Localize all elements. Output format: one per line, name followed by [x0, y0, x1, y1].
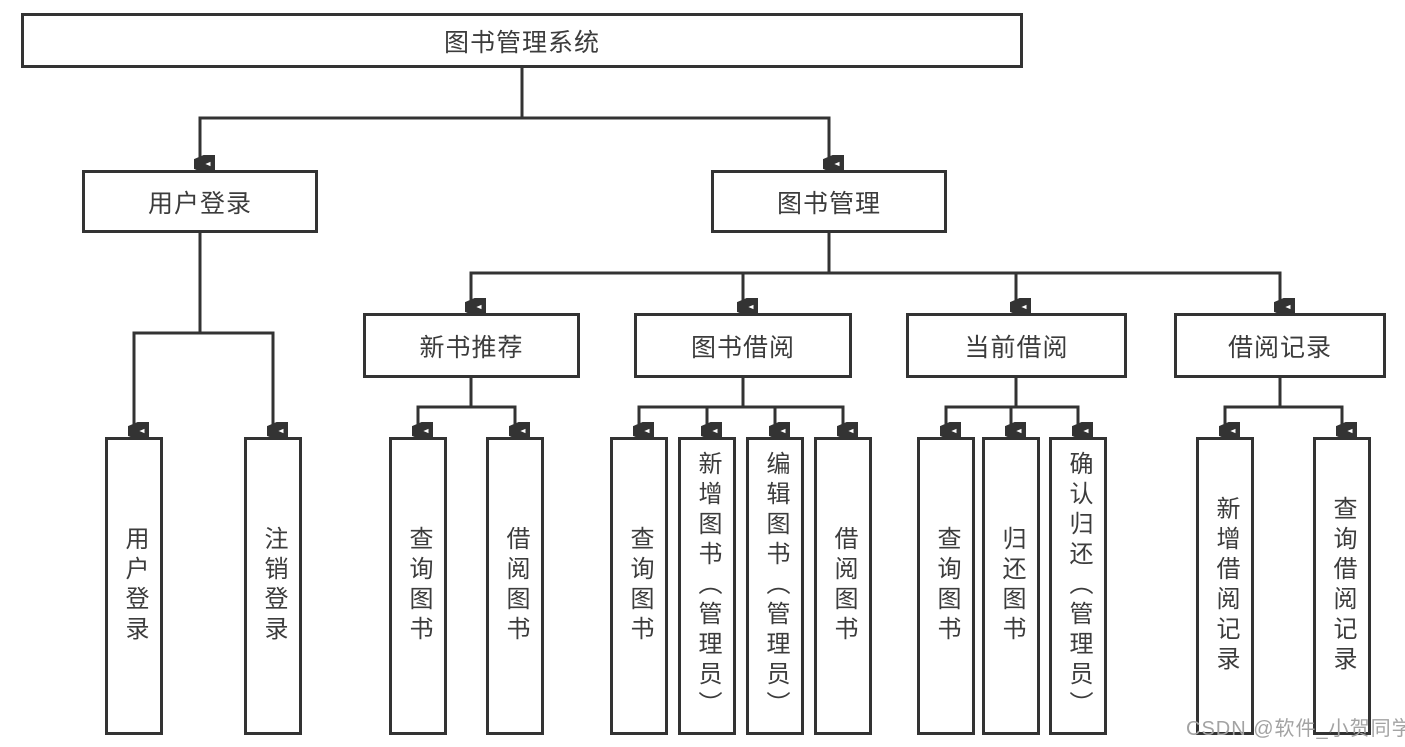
node-borrow-records: 借阅记录 — [1174, 313, 1386, 378]
node-current-borrow-label: 当前借阅 — [964, 333, 1069, 362]
leaf-cb-confirm-return-admin: 确认归还（管理员） — [1049, 437, 1107, 735]
node-user-login: 用户登录 — [82, 170, 318, 233]
leaf-br-add-record-label: 新增借阅记录 — [1212, 496, 1239, 676]
node-user-login-label: 用户登录 — [147, 189, 252, 218]
leaf-cb-query-books-label: 查询图书 — [933, 526, 960, 646]
node-new-book-recommend: 新书推荐 — [363, 313, 580, 378]
leaf-bb-edit-book-admin-label: 编辑图书（管理员） — [762, 451, 789, 721]
leaf-user-login: 用户登录 — [105, 437, 163, 735]
leaf-bb-borrow-books: 借阅图书 — [814, 437, 872, 735]
leaf-br-query-record-label: 查询借阅记录 — [1329, 496, 1356, 676]
leaf-cb-return-books: 归还图书 — [982, 437, 1040, 735]
leaf-bb-add-book-admin-label: 新增图书（管理员） — [694, 451, 721, 721]
node-book-management-label: 图书管理 — [776, 189, 881, 218]
leaf-bb-query-books: 查询图书 — [610, 437, 668, 735]
leaf-cb-query-books: 查询图书 — [917, 437, 975, 735]
node-borrow-records-label: 借阅记录 — [1227, 333, 1332, 362]
leaf-nb-query-books: 查询图书 — [389, 437, 447, 735]
node-new-book-recommend-label: 新书推荐 — [419, 333, 524, 362]
leaf-user-login-label: 用户登录 — [121, 526, 148, 646]
node-root: 图书管理系统 — [21, 13, 1023, 68]
node-root-label: 图书管理系统 — [443, 28, 600, 57]
node-book-borrow-label: 图书借阅 — [690, 333, 795, 362]
node-book-borrow: 图书借阅 — [634, 313, 852, 378]
leaf-br-query-record: 查询借阅记录 — [1313, 437, 1371, 735]
leaf-logout: 注销登录 — [244, 437, 302, 735]
leaf-bb-add-book-admin: 新增图书（管理员） — [678, 437, 736, 735]
leaf-logout-label: 注销登录 — [260, 526, 287, 646]
leaf-bb-edit-book-admin: 编辑图书（管理员） — [746, 437, 804, 735]
node-book-management: 图书管理 — [711, 170, 947, 233]
node-current-borrow: 当前借阅 — [906, 313, 1127, 378]
leaf-cb-return-books-label: 归还图书 — [998, 526, 1025, 646]
leaf-bb-query-books-label: 查询图书 — [626, 526, 653, 646]
leaf-br-add-record: 新增借阅记录 — [1196, 437, 1254, 735]
watermark: CSDN @软件_小贺同学 — [1186, 718, 1405, 740]
leaf-nb-query-books-label: 查询图书 — [405, 526, 432, 646]
leaf-cb-confirm-return-admin-label: 确认归还（管理员） — [1065, 451, 1092, 721]
leaf-bb-borrow-books-label: 借阅图书 — [830, 526, 857, 646]
leaf-nb-borrow-books: 借阅图书 — [486, 437, 544, 735]
leaf-nb-borrow-books-label: 借阅图书 — [502, 526, 529, 646]
